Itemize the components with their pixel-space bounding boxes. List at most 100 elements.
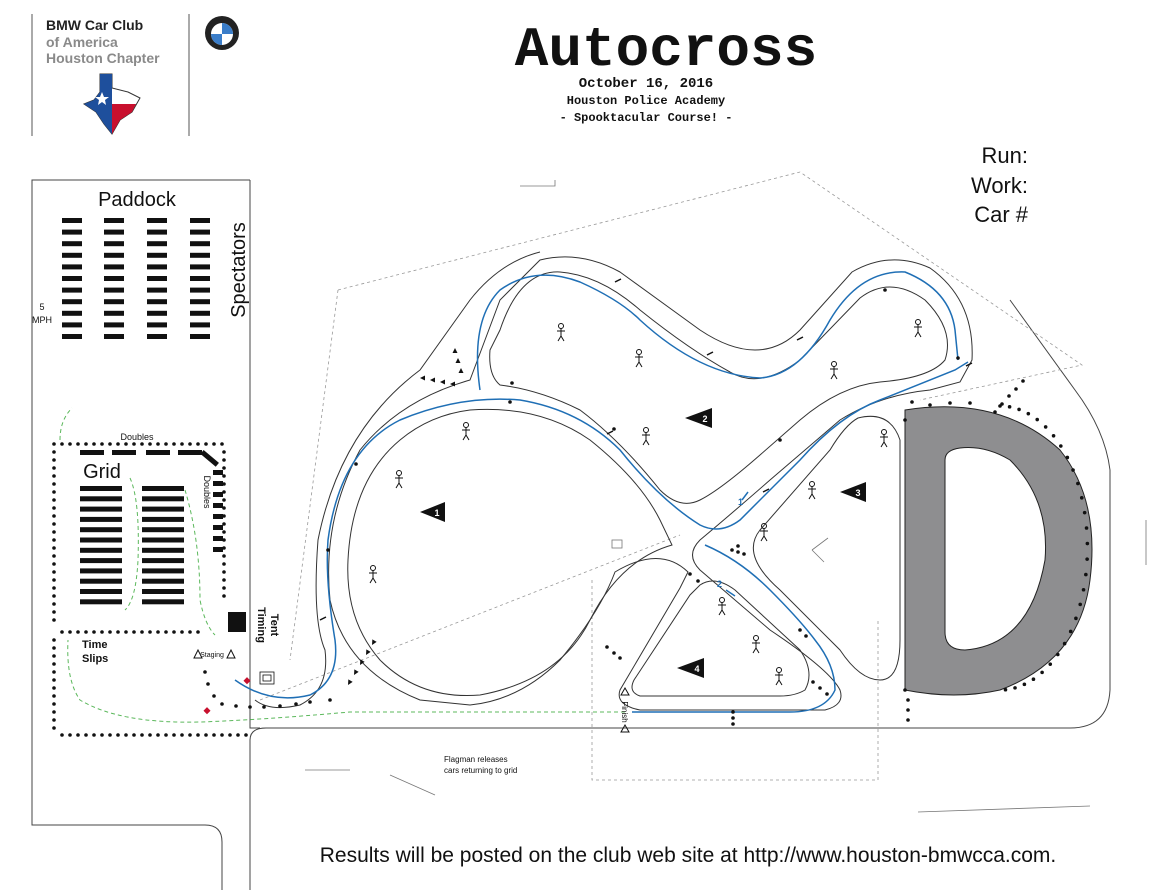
grid-stall [142,496,184,502]
pointer-cone-icon [455,358,461,363]
doubles-top-label: Doubles [120,432,154,442]
paddock-stall [147,241,167,247]
skid-pad [904,406,1093,696]
grid-cone [84,442,88,446]
doubles-side-stall [213,470,223,475]
grid-cone [180,442,184,446]
timing-lights [203,677,251,715]
paddock-stall [147,276,167,281]
paddock-stall [147,322,167,328]
station-2-number: 2 [702,414,707,424]
grid-cone [188,442,192,446]
course-cone [906,708,910,712]
timing-tent: Timing Tent [228,607,280,643]
course-cone [1078,602,1083,607]
paddock-stall [147,310,167,316]
paddock-stall [147,264,167,270]
course-cone [1026,411,1031,416]
course-cone [956,356,960,360]
grid-cone [204,442,208,446]
grid-cone [52,562,56,566]
course-cone [1055,652,1060,657]
paddock-stall [62,287,82,293]
grid-cone [222,530,226,534]
grid-cone [68,733,72,737]
course-outline [254,251,973,711]
grid-cone [172,442,176,446]
grid-cone [60,733,64,737]
paddock-stall [190,276,210,281]
course-cone [220,702,224,706]
corner-worker-icon [775,667,783,686]
flag-red-field [112,104,136,134]
paddock-stall [62,264,82,270]
barrier-lower-right [917,805,1091,813]
grid-cone [156,442,160,446]
timing-tent-line-2: Tent [268,614,280,637]
course-cone [1021,379,1025,383]
course-cone [203,670,207,674]
course-cone [818,686,822,690]
grid-stall [142,547,184,553]
grid-stall [80,578,122,584]
paddock-stall [62,241,82,247]
course-cone [328,698,332,702]
staging-label: Staging [200,652,224,659]
grid-cone [76,733,80,737]
grid-cone [52,726,56,730]
pointer-cone-icon [372,639,377,645]
grid-cone [222,562,226,566]
grid-cone [222,506,226,510]
grid-cone [156,630,160,634]
grid-stall [142,568,184,574]
grid-cone [148,733,152,737]
grid-cone [222,522,226,526]
course-cone [308,700,312,704]
doubles-side-stall [213,525,223,530]
grid-cone [52,450,56,454]
site-boundaries [31,179,1111,890]
start-marker-icon [259,671,275,685]
course-cone [883,288,887,292]
grid-cone [52,638,56,642]
grid-cone [124,630,128,634]
course-cone [968,401,972,405]
course-cone [510,381,514,385]
grid-cone [196,442,200,446]
misc-barriers [305,180,1147,813]
course-cone [1043,425,1048,429]
course-cone [618,656,622,660]
staging-cone-left-icon [193,648,203,659]
grid-cone [92,630,96,634]
spectators-label: Spectators [228,222,250,318]
grid-cone [228,733,232,737]
course-cone [1040,670,1044,675]
grid-stall [142,558,184,564]
pointer-cone-icon [430,377,435,383]
course-cone [1051,433,1056,438]
grid-cone [52,570,56,574]
paddock-stall [104,264,124,270]
corner-worker-icon [557,323,565,342]
grid-cone [140,630,144,634]
grid-cone [196,733,200,737]
corner-worker-icon [635,349,643,368]
doubles-stall [112,450,136,455]
grid-stall [142,527,184,533]
grid-cone [180,733,184,737]
course-cone [1084,526,1089,530]
grid-stall [80,589,122,594]
grid-cone [52,594,56,598]
grid-stall [80,506,122,512]
direction-marker-2: 2 [717,579,722,589]
grid-cone [116,733,120,737]
grid-cone [204,733,208,737]
paddock-stall [190,229,210,235]
course-outer-edge [328,256,973,711]
pointer-cone-icon [606,430,614,435]
grid-cone [52,458,56,462]
course-cone [731,716,735,720]
paddock-stall [104,229,124,235]
corner-worker-icon [808,481,816,500]
